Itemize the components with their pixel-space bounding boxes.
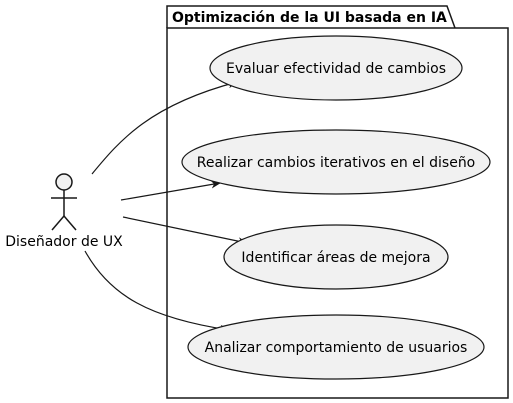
use-case-evaluar: Evaluar efectividad de cambios bbox=[209, 35, 463, 101]
use-case-identificar: Identificar áreas de mejora bbox=[223, 224, 449, 290]
use-case-label: Identificar áreas de mejora bbox=[241, 250, 430, 266]
use-case-label: Evaluar efectividad de cambios bbox=[226, 61, 446, 77]
actor-designer: Diseñador de UX bbox=[5, 173, 123, 250]
association-identificar bbox=[122, 216, 248, 246]
package-tab bbox=[166, 5, 456, 29]
actor-head-icon bbox=[55, 173, 73, 191]
use-case-label: Analizar comportamiento de usuarios bbox=[205, 340, 468, 356]
use-case-ellipse bbox=[187, 314, 485, 380]
use-case-ellipse bbox=[181, 129, 491, 195]
package-title: Optimización de la UI basada en IA bbox=[172, 10, 447, 26]
use-case-realizar: Realizar cambios iterativos en el diseño bbox=[181, 129, 491, 195]
association-analizar bbox=[84, 250, 230, 333]
association-evaluar bbox=[91, 80, 238, 175]
use-case-ellipse bbox=[209, 35, 463, 101]
association-realizar bbox=[120, 180, 221, 201]
use-case-ellipse bbox=[223, 224, 449, 290]
actor-leg-left bbox=[51, 215, 65, 231]
actor-label: Diseñador de UX bbox=[5, 234, 123, 250]
use-case-analizar: Analizar comportamiento de usuarios bbox=[187, 314, 485, 380]
use-case-label: Realizar cambios iterativos en el diseño bbox=[197, 155, 476, 171]
associations bbox=[84, 80, 248, 333]
actor-leg-right bbox=[63, 215, 77, 231]
